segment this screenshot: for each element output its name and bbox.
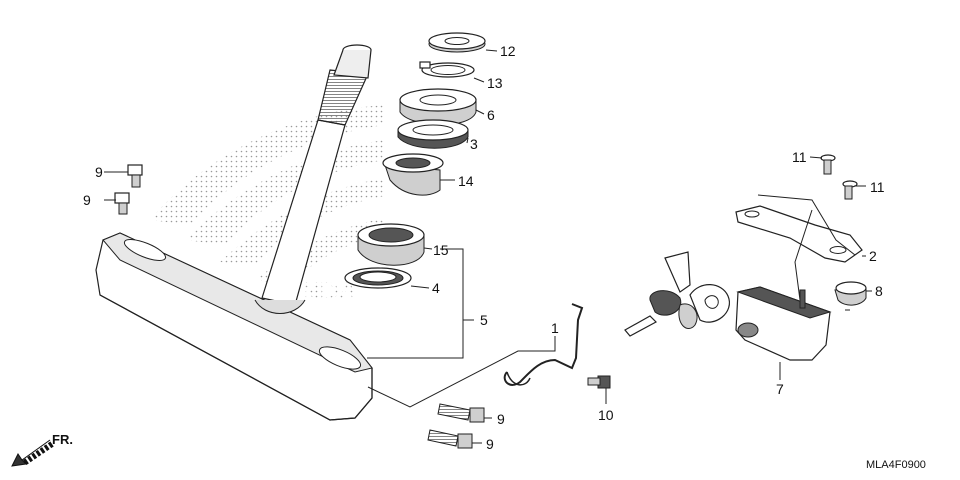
- steering-stem-part-5: [95, 44, 373, 421]
- callout-5: 5: [480, 312, 488, 328]
- dust-seal-part-4: [344, 267, 412, 289]
- lock-washer-part-13: [419, 61, 475, 78]
- callout-labels: 12 13 6 3 14 15 4 5 1 9 9 9 9 10 11 11 2…: [83, 43, 885, 452]
- figure-code: MLA4F0900: [866, 459, 926, 471]
- lower-bearing-part-15: [357, 223, 425, 266]
- callout-9-bottom-a: 9: [497, 411, 505, 427]
- front-direction-arrow: FR.: [11, 432, 73, 467]
- ignition-switch-part-7: [735, 286, 832, 361]
- front-direction-label: FR.: [52, 432, 73, 447]
- callout-4: 4: [432, 280, 440, 296]
- leader-lines: [104, 49, 872, 444]
- adjusting-nut-part-6: [399, 88, 477, 126]
- long-bolt-part-9-a: [437, 403, 485, 423]
- bolt-part-9-lower: [114, 192, 130, 215]
- callout-9-upper-left: 9: [95, 164, 103, 180]
- callout-14: 14: [458, 173, 474, 189]
- callout-10: 10: [598, 407, 614, 423]
- bolt-part-10: [587, 375, 611, 389]
- key-set: [624, 251, 731, 337]
- callout-7: 7: [776, 381, 784, 397]
- callout-9-bottom-b: 9: [486, 436, 494, 452]
- callout-15: 15: [433, 242, 449, 258]
- screw-part-11-right: [842, 180, 858, 200]
- bracket-part-2: [735, 205, 863, 263]
- cap-part-8: [834, 281, 867, 306]
- callout-11-left: 11: [792, 149, 807, 165]
- wire-clip-part-1: [503, 303, 584, 386]
- callout-1: 1: [551, 320, 559, 336]
- dust-seal-part-3: [397, 119, 469, 149]
- callout-3: 3: [470, 136, 478, 152]
- callout-8: 8: [875, 283, 883, 299]
- bolt-part-9-upper: [127, 164, 143, 188]
- callout-12: 12: [500, 43, 516, 59]
- upper-bearing-part-14: [382, 153, 444, 196]
- callout-2: 2: [869, 248, 877, 264]
- callout-9-lower-left: 9: [83, 192, 91, 208]
- screw-part-11-left: [820, 154, 836, 175]
- callout-13: 13: [487, 75, 503, 91]
- callout-11-right: 11: [870, 179, 885, 195]
- locknut-part-12: [428, 32, 486, 53]
- long-bolt-part-9-b: [427, 429, 473, 449]
- callout-6: 6: [487, 107, 495, 123]
